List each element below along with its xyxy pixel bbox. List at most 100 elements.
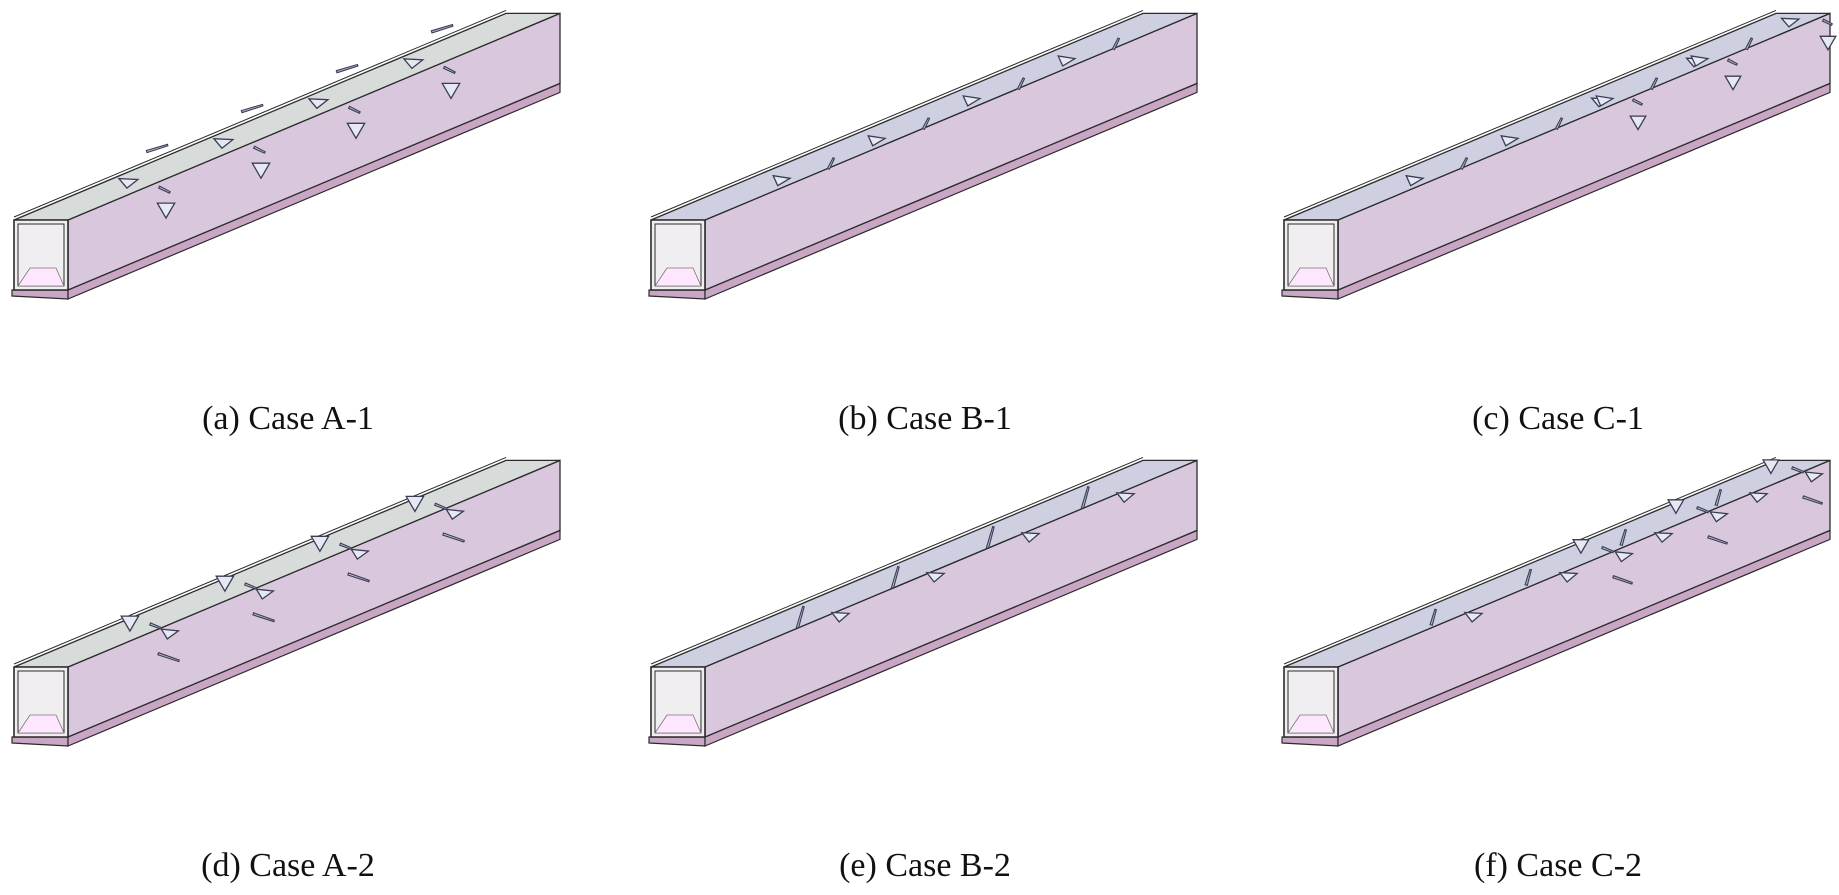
vortex-generator-triangle — [346, 122, 366, 140]
vortex-generator-triangle — [1629, 115, 1647, 131]
vortex-generator-edge — [1459, 156, 1469, 171]
vortex-generator-edge — [442, 532, 465, 543]
duct-bottom-wall — [17, 714, 65, 734]
vortex-generator-triangle — [830, 611, 851, 623]
vortex-generator-triangle — [1571, 539, 1590, 555]
vortex-generator-edge — [890, 565, 900, 589]
base-plate-front — [11, 736, 69, 747]
vortex-generator-triangle — [117, 177, 140, 189]
vortex-generator-triangle — [772, 174, 792, 187]
caption-case-a-1: (a) Case A-1 — [202, 400, 374, 437]
vortex-generators — [1405, 17, 1837, 187]
vortex-generator-triangle — [1614, 551, 1635, 563]
vortex-generator-edge — [1524, 568, 1533, 586]
vortex-generator-edge — [1744, 37, 1754, 51]
duct-bottom-wall — [17, 267, 65, 287]
vortex-generator-triangle — [1709, 511, 1730, 523]
vortex-generator-edge — [1600, 545, 1615, 554]
vortex-generator-triangle — [1057, 55, 1077, 67]
duct-side-wall — [67, 459, 561, 738]
duct-diagram-b-1 — [648, 9, 1198, 300]
vortex-generator-edge — [921, 117, 931, 131]
vortex-generator-edge — [795, 605, 805, 629]
vortex-generator-triangle — [350, 548, 371, 561]
vortex-generator-edge — [826, 156, 836, 171]
vortex-generator-triangle — [1558, 571, 1579, 583]
vortex-generator-triangle — [1666, 499, 1685, 515]
vortex-generator-triangle — [1761, 459, 1780, 475]
duct-diagram-b-2 — [648, 456, 1198, 747]
vortex-generator-triangle — [1595, 95, 1615, 107]
duct-side-wall — [1337, 12, 1831, 291]
vortex-generator-edge — [1111, 37, 1121, 51]
vortex-generator-triangle — [405, 495, 425, 513]
vortex-generator-triangle — [212, 137, 235, 150]
vortex-generator-triangle — [1115, 492, 1136, 504]
vortex-generator-triangle — [402, 58, 425, 70]
vortex-generator-edge — [335, 63, 359, 74]
duct-bottom-wall — [654, 267, 702, 287]
vortex-generator-triangle — [445, 508, 466, 521]
vortex-generator-edge — [1612, 574, 1633, 585]
duct-side-wall — [67, 12, 561, 291]
vortex-generator-edge — [1429, 608, 1438, 626]
vortex-generator-triangle — [1690, 55, 1710, 67]
vortex-generator-edge — [1821, 18, 1834, 27]
vortex-generator-edge — [157, 185, 171, 194]
base-plate-front — [1281, 289, 1339, 300]
vortex-generator-edge — [240, 103, 264, 114]
panel-case-b-1: (b) Case B-1 — [645, 8, 1205, 438]
vortex-generator-edge — [1802, 495, 1823, 505]
duct-bottom-wall — [1287, 267, 1335, 287]
vortex-generator-edge — [1790, 465, 1805, 474]
vortex-generator-edge — [252, 612, 275, 623]
vortex-generator-edge — [1619, 528, 1628, 547]
vortex-generator-edge — [1554, 117, 1564, 131]
duct-bottom-wall — [1287, 714, 1335, 734]
vortex-generator-edge — [1631, 98, 1644, 106]
vortex-generator-triangle — [925, 571, 946, 583]
vortex-generator-triangle — [1463, 611, 1484, 623]
vortex-generator-triangle — [1804, 471, 1825, 483]
vortex-generator-edge — [1707, 535, 1728, 545]
base-plate-front — [648, 289, 706, 300]
duct-diagram-a-2 — [11, 456, 561, 747]
vortex-generator-triangle — [962, 95, 982, 107]
vortex-generators — [117, 23, 461, 220]
vortex-generator-triangle — [1500, 134, 1520, 147]
panel-case-a-2: (d) Case A-2 — [8, 455, 568, 885]
vortex-generator-triangle — [251, 162, 271, 180]
vortex-generator-triangle — [310, 535, 330, 553]
vortex-generator-edge — [347, 572, 370, 583]
caption-case-c-1: (c) Case C-1 — [1472, 400, 1644, 437]
vortex-generator-edge — [1695, 505, 1710, 514]
vortex-generator-edge — [1016, 77, 1026, 91]
panel-case-a-1: (a) Case A-1 — [8, 8, 568, 438]
vortex-generator-edge — [1726, 58, 1739, 66]
duct-side-wall — [704, 12, 1198, 291]
panel-case-c-1: (c) Case C-1 — [1278, 8, 1838, 438]
vortex-generator-triangle — [307, 98, 330, 110]
caption-case-a-2: (d) Case A-2 — [201, 847, 375, 884]
vortex-generator-triangle — [1020, 531, 1041, 544]
vortex-generator-triangle — [215, 575, 235, 593]
panel-case-c-2: (f) Case C-2 — [1278, 455, 1838, 885]
vortex-generator-edge — [347, 105, 361, 115]
vortex-generator-edge — [1649, 77, 1659, 91]
vortex-generator-triangle — [160, 628, 181, 640]
vortex-generator-triangle — [120, 615, 140, 633]
vortex-generator-edge — [157, 651, 180, 663]
vortex-generators — [120, 495, 466, 663]
panel-case-b-2: (e) Case B-2 — [645, 455, 1205, 885]
vortex-generator-edge — [985, 525, 995, 549]
caption-case-c-2: (f) Case C-2 — [1473, 847, 1643, 884]
duct-diagram-a-1 — [11, 9, 561, 300]
duct-diagram-c-2 — [1281, 456, 1831, 747]
vortex-generator-triangle — [1405, 174, 1425, 187]
vortex-generators — [1429, 459, 1825, 626]
vortex-generator-triangle — [156, 202, 176, 220]
caption-case-b-2: (e) Case B-2 — [839, 847, 1011, 884]
vortex-generator-edge — [252, 145, 266, 154]
base-plate-front — [648, 736, 706, 747]
